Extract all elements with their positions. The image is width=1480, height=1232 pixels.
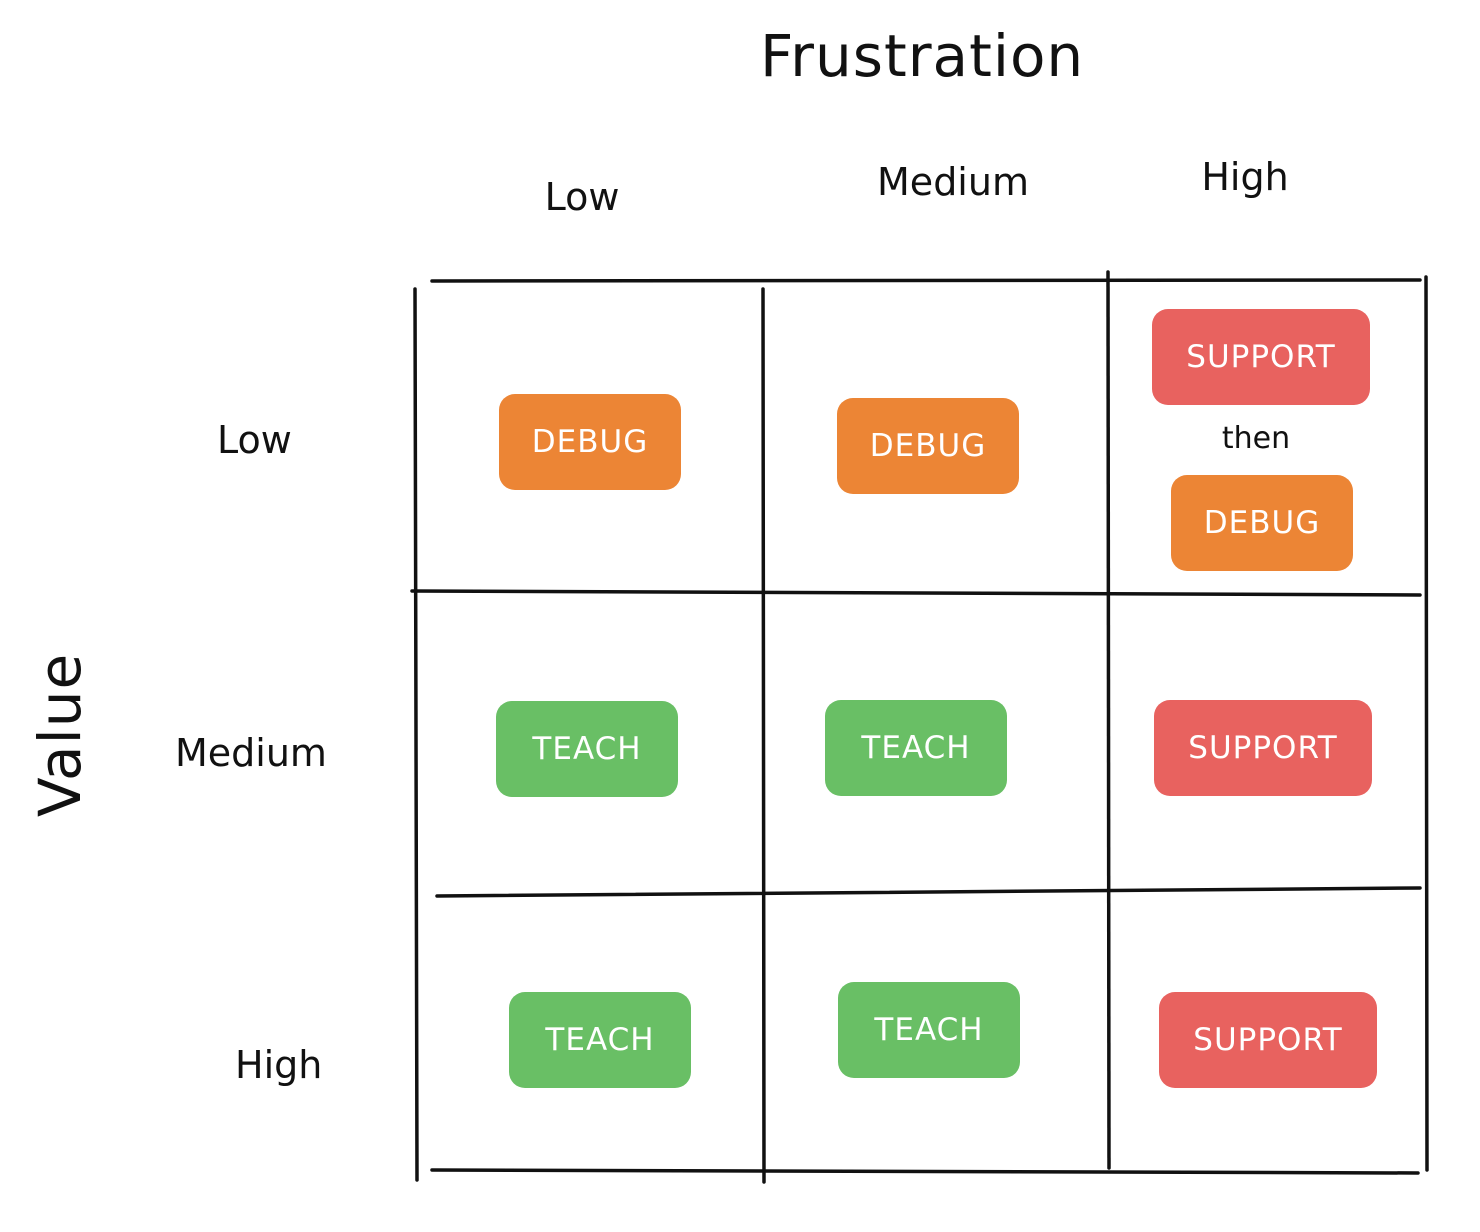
grid-line-left [413, 287, 419, 1182]
grid-line-row-divider-1 [410, 589, 1422, 597]
row-label-medium: Medium [175, 731, 327, 775]
cell-medium-high-support-tag: SUPPORT [1154, 700, 1372, 796]
grid-line-col-divider-1 [761, 287, 766, 1184]
cell-high-high-support-tag: SUPPORT [1159, 992, 1377, 1088]
grid-line-col-divider-2 [1106, 270, 1111, 1170]
cell-low-low-debug-tag: DEBUG [499, 394, 681, 490]
cell-medium-low-teach-tag: TEACH [496, 701, 678, 797]
grid-line-right [1424, 275, 1429, 1172]
row-label-high: High [235, 1043, 323, 1087]
grid-line-top [430, 278, 1422, 283]
cell-low-high-debug-tag: DEBUG [1171, 475, 1353, 571]
cell-low-high-then-label: then [1221, 421, 1291, 456]
cell-high-medium-teach-tag: TEACH [838, 982, 1020, 1078]
grid-line-row-divider-2 [435, 886, 1422, 898]
cell-low-high-support-tag: SUPPORT [1152, 309, 1370, 405]
column-label-high: High [1201, 155, 1289, 199]
column-label-medium: Medium [877, 160, 1029, 204]
cell-low-medium-debug-tag: DEBUG [837, 398, 1019, 494]
cell-medium-medium-teach-tag: TEACH [825, 700, 1007, 796]
grid-line-bottom [430, 1168, 1420, 1175]
x-axis-title: Frustration [760, 22, 1085, 90]
column-label-low: Low [544, 175, 620, 219]
row-label-low: Low [217, 418, 292, 462]
cell-high-low-teach-tag: TEACH [509, 992, 691, 1088]
